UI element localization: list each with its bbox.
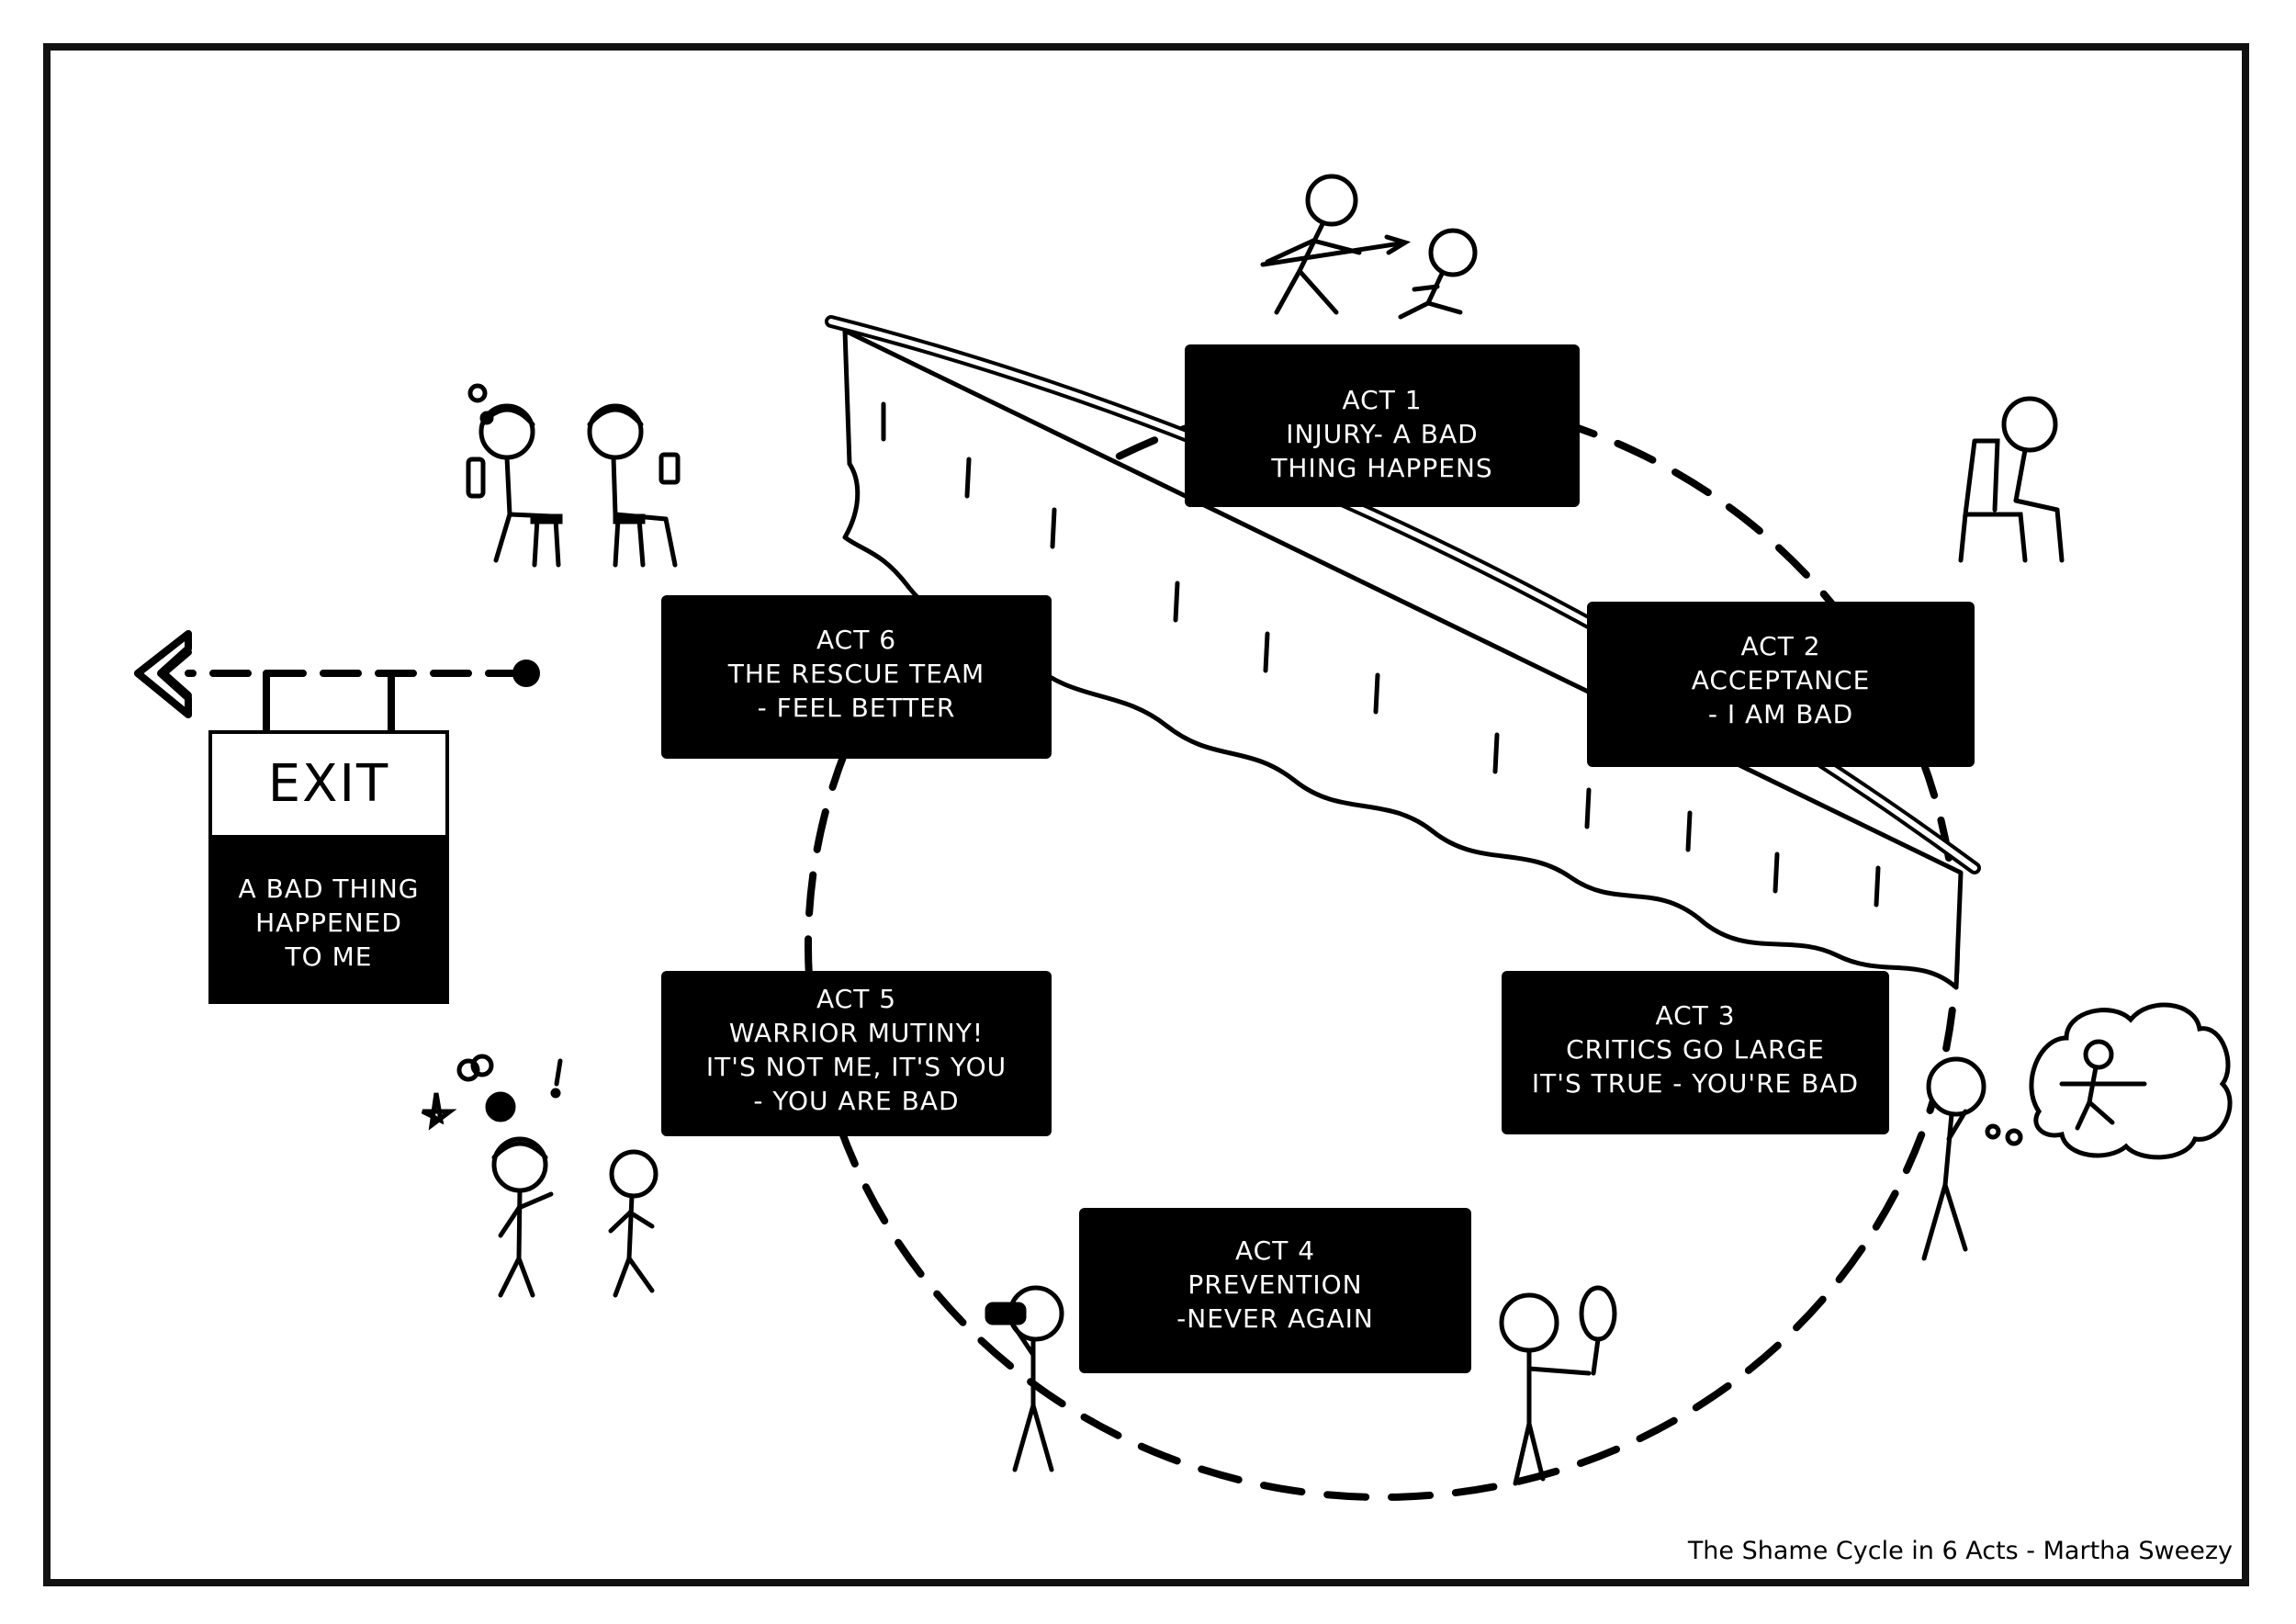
- figure-binoculars: [985, 1285, 1064, 1472]
- act-4-line-2: -NEVER AGAIN: [1176, 1303, 1374, 1334]
- figure-thinking: [1921, 1002, 2233, 1261]
- act-3-line-1: CRITICS GO LARGE: [1566, 1034, 1825, 1065]
- act-6-line-2: - FEEL BETTER: [757, 693, 956, 723]
- act-4-label: ACT 4: [1234, 1235, 1316, 1266]
- act-2-line-1: ACCEPTANCE: [1691, 665, 1871, 695]
- figure-victim: [1398, 228, 1478, 320]
- figure-mask: [1499, 1285, 1617, 1486]
- act-1-line-2: THING HAPPENS: [1271, 453, 1493, 483]
- act-4-box: ACT 4 PREVENTION -NEVER AGAIN: [1079, 1208, 1471, 1373]
- figures-rescue-team: [466, 383, 681, 568]
- act-2-box: ACT 2 ACCEPTANCE - I AM BAD: [1587, 602, 1975, 767]
- exit-sign: EXIT A BAD THING HAPPENED TO ME: [208, 730, 449, 1004]
- act-3-line-2: IT'S TRUE - YOU'RE BAD: [1531, 1068, 1860, 1099]
- act-5-box: ACT 5 WARRIOR MUTINY! IT'S NOT ME, IT'S …: [661, 971, 1052, 1136]
- exit-sign-title: EXIT: [212, 734, 445, 839]
- act-6-box: ACT 6 THE RESCUE TEAM - FEEL BETTER: [661, 595, 1052, 759]
- act-5-line-3: - YOU ARE BAD: [753, 1086, 960, 1116]
- figures-mutiny: [421, 1054, 658, 1298]
- act-4-line-1: PREVENTION: [1187, 1269, 1363, 1300]
- act-3-label: ACT 3: [1655, 1000, 1736, 1031]
- act-5-line-2: IT'S NOT ME, IT'S YOU: [705, 1052, 1007, 1082]
- exit-sign-line-3: TO ME: [285, 942, 373, 972]
- act-1-line-1: INJURY- A BAD: [1286, 419, 1479, 449]
- act-5-line-1: WARRIOR MUTINY!: [728, 1018, 985, 1048]
- figure-sitting-chair: [1958, 396, 2065, 563]
- act-6-label: ACT 6: [816, 625, 897, 655]
- credit-caption: The Shame Cycle in 6 Acts - Martha Sweez…: [1687, 1537, 2233, 1565]
- act-1-box: ACT 1 INJURY- A BAD THING HAPPENS: [1185, 344, 1580, 507]
- exit-sign-line-2: HAPPENED: [255, 908, 402, 938]
- exit-sign-text: A BAD THING HAPPENED TO ME: [212, 872, 445, 974]
- act-5-label: ACT 5: [816, 984, 897, 1014]
- figure-attacker: [1260, 174, 1412, 315]
- act-2-label: ACT 2: [1740, 631, 1821, 661]
- act-3-box: ACT 3 CRITICS GO LARGE IT'S TRUE - YOU'R…: [1502, 971, 1889, 1134]
- act-6-line-1: THE RESCUE TEAM: [727, 659, 985, 689]
- exit-sign-line-1: A BAD THING: [238, 874, 420, 904]
- act-1-label: ACT 1: [1342, 385, 1423, 415]
- act-2-line-2: - I AM BAD: [1707, 699, 1854, 729]
- diagram-frame: [43, 43, 2249, 1586]
